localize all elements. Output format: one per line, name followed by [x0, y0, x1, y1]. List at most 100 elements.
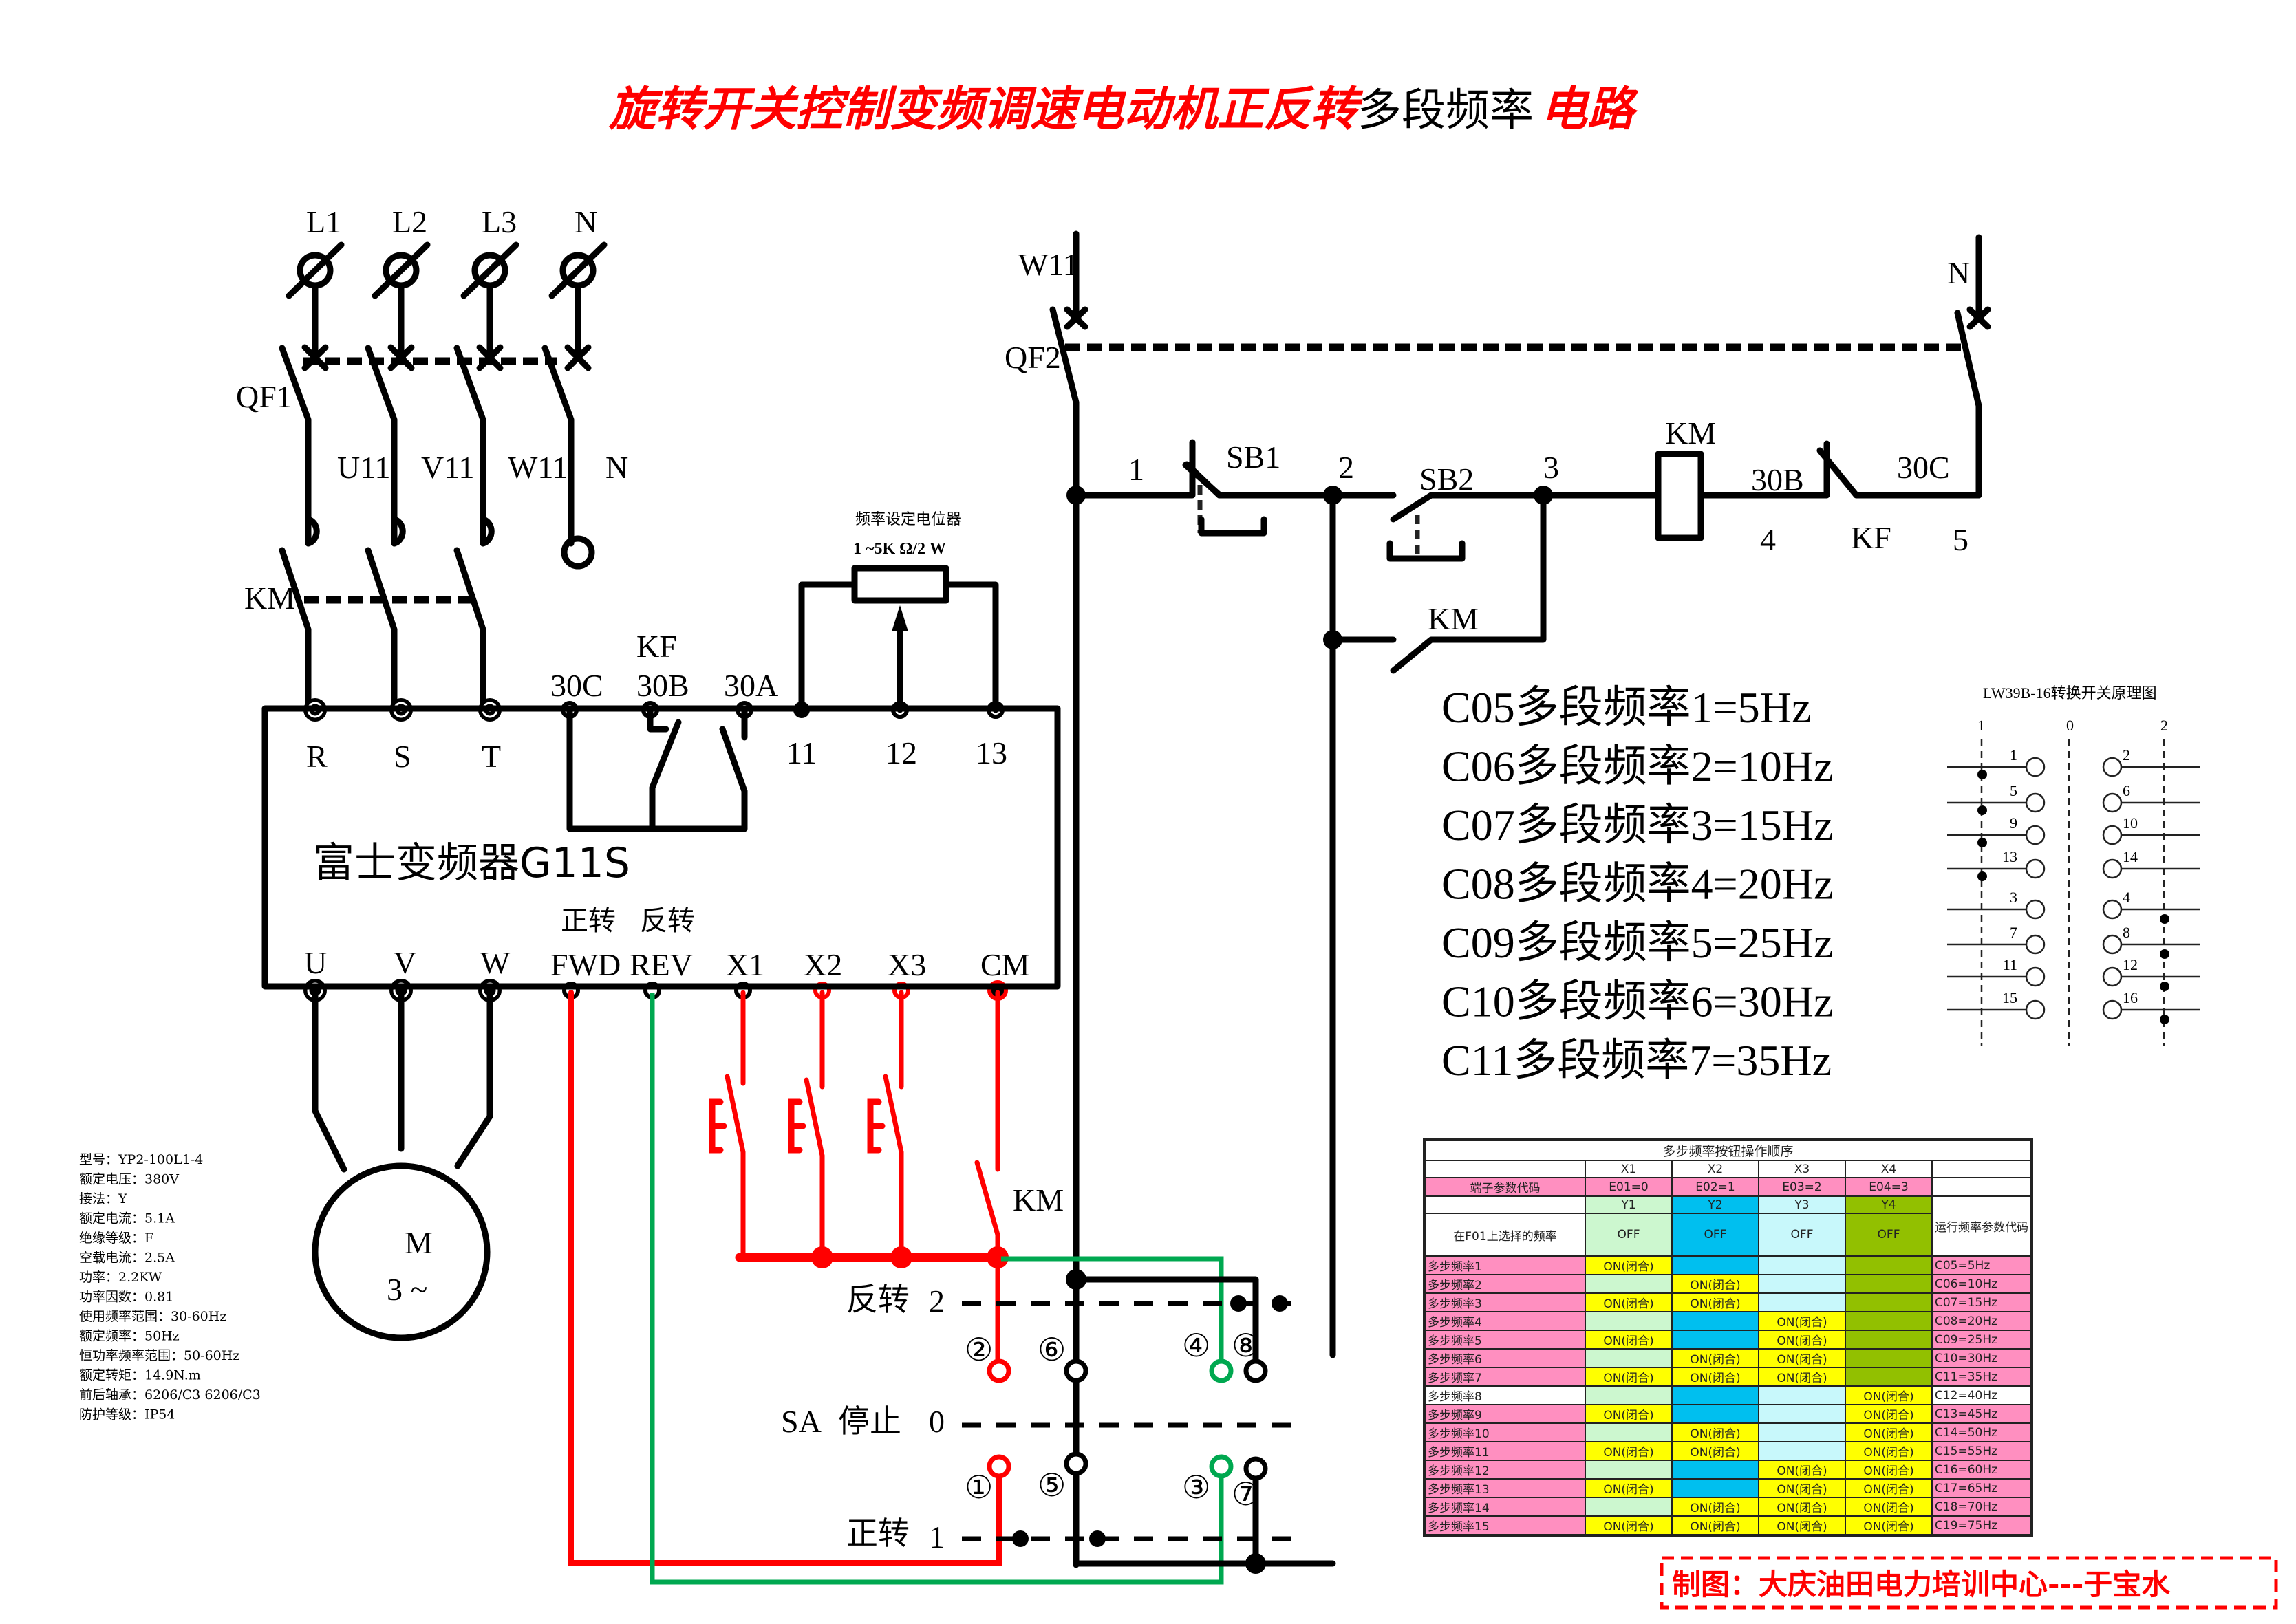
table-cell-on: ON(闭合) — [1758, 1348, 1846, 1368]
terminal-rev-label: REV — [630, 947, 693, 982]
inverter-top-labels: R S T 30C 30B 30A KF 11 12 13 — [306, 629, 1007, 774]
table-row-code: C09=25Hz — [1931, 1330, 2032, 1350]
lw39b-contact-icon — [2102, 899, 2123, 920]
table-row-code: C12=40Hz — [1931, 1385, 2032, 1405]
qf1-pole — [365, 345, 398, 547]
junction-dot — [793, 702, 810, 718]
contactor-terminal-icon — [480, 516, 495, 547]
motor-spec-line: 额定电流：5.1A — [79, 1211, 175, 1226]
table-header-cell: 运行频率参数代码 — [1931, 1195, 2032, 1257]
table-cell-off — [1585, 1497, 1673, 1517]
sb2-label: SB2 — [1419, 462, 1474, 497]
fault-30c-label: 30C — [1897, 450, 1950, 485]
sa-closed-dot — [1230, 1295, 1247, 1312]
table-cell-on: ON(闭合) — [1758, 1497, 1846, 1517]
wiper-arrow-icon — [892, 605, 908, 631]
table-cell-off — [1758, 1422, 1846, 1442]
table-cell-off — [1758, 1385, 1846, 1405]
sa-closed-dot — [1012, 1530, 1029, 1547]
potentiometer-label: 频率设定电位器 — [855, 511, 961, 528]
table-cell-off — [1585, 1311, 1673, 1331]
terminal-r-label: R — [306, 739, 328, 774]
kf-contact-label: KF — [1851, 520, 1891, 555]
frequency-list-item: C07多段频率3=15Hz — [1441, 801, 1833, 849]
lw39b-contact-label: 14 — [2123, 848, 2138, 865]
table-cell-off — [1758, 1274, 1846, 1294]
motor-spec-line: 额定频率：50Hz — [79, 1329, 180, 1344]
table-cell-off — [1845, 1311, 1933, 1331]
table-cell-off — [1585, 1460, 1673, 1480]
frequency-list-item: C11多段频率7=35Hz — [1441, 1036, 1832, 1085]
sa-contact-label: ⑧ — [1232, 1328, 1260, 1363]
table-cell-on: ON(闭合) — [1671, 1441, 1759, 1461]
inverter-box — [261, 705, 1061, 990]
table-cell-off — [1671, 1460, 1759, 1480]
table-cell-on: ON(闭合) — [1845, 1422, 1933, 1442]
junction-dot — [811, 1246, 833, 1268]
u11-label: U11 — [337, 450, 391, 485]
table-cell-on: ON(闭合) — [1585, 1292, 1673, 1312]
motor-spec-line: 使用频率范围：30-60Hz — [79, 1309, 226, 1324]
table-cell: OFF — [1671, 1213, 1759, 1257]
table-header-cell: X4 — [1845, 1160, 1933, 1178]
sa-contact-label: ② — [965, 1332, 993, 1367]
lw39b-contact-icon — [2102, 966, 2123, 987]
terminal-w-label: W — [480, 945, 511, 980]
rev-wire — [650, 993, 1224, 1585]
table-header-cell: Y4 — [1845, 1195, 1933, 1214]
cm-green-link — [1001, 1256, 1224, 1372]
terminal-v-label: V — [394, 945, 416, 980]
table-cell-on: ON(闭合) — [1845, 1385, 1933, 1405]
sa-pos-stop-label: 停止 — [838, 1404, 901, 1439]
motor-spec-line: 绝缘等级：F — [79, 1231, 153, 1246]
motor-spec-line: 防护等级：IP54 — [79, 1407, 175, 1422]
table-header-cell: Y1 — [1585, 1195, 1673, 1214]
motor-spec-line: 功率因数：0.81 — [79, 1290, 173, 1305]
terminal-x1-label: X1 — [726, 947, 764, 982]
terminal-slash-icon — [286, 241, 345, 299]
table-cell-off — [1671, 1404, 1759, 1424]
credit-text: 制图：大庆油田电力培训中心---于宝水 — [1672, 1568, 2171, 1601]
table-cell-on: ON(闭合) — [1671, 1348, 1759, 1368]
terminal-fwd-label: FWD — [550, 947, 621, 982]
sa-pos-reverse-value: 2 — [929, 1284, 945, 1319]
lw39b-contact-icon — [2102, 999, 2123, 1020]
node-1-label: 1 — [1128, 452, 1144, 487]
relay-nc-contact — [647, 705, 682, 832]
v11-label: V11 — [421, 450, 475, 485]
table-cell-off — [1845, 1330, 1933, 1350]
terminal-u-label: U — [304, 945, 327, 980]
table-cell-off — [1585, 1385, 1673, 1405]
sa-contact-2 — [987, 1358, 1011, 1383]
km-pole — [279, 547, 312, 713]
table-cell-off — [1671, 1478, 1759, 1498]
table-cell-on: ON(闭合) — [1845, 1404, 1933, 1424]
table-cell — [1931, 1177, 2032, 1197]
motor-spec-line: 额定转矩：14.9N.m — [79, 1368, 201, 1383]
lw39b-closed-dot — [2160, 914, 2169, 924]
contactor-terminal-icon — [391, 516, 406, 547]
lw39b-contact-label: 13 — [2002, 848, 2017, 865]
lw39b-pos-2: 2 — [2160, 717, 2168, 734]
sa-contact-label: ⑦ — [1232, 1477, 1260, 1512]
junction-dot — [1323, 486, 1342, 505]
qf2-label: QF2 — [1005, 340, 1061, 375]
table-row-label: 多步频率12 — [1424, 1460, 1586, 1480]
lw39b-contact-label: 1 — [2010, 746, 2017, 764]
table-row-code: C16=60Hz — [1931, 1460, 2032, 1480]
lw39b-contact-icon — [2025, 899, 2046, 920]
motor-spec-line: 接法：Y — [79, 1191, 127, 1206]
inverter-bottom-labels: U V W FWD REV X1 X2 X3 CM 正转 反转 — [304, 905, 1030, 982]
lw39b-contact-icon — [2025, 934, 2046, 955]
terminal-13-label: 13 — [976, 735, 1007, 770]
lw39b-contact-label: 7 — [2010, 924, 2017, 941]
